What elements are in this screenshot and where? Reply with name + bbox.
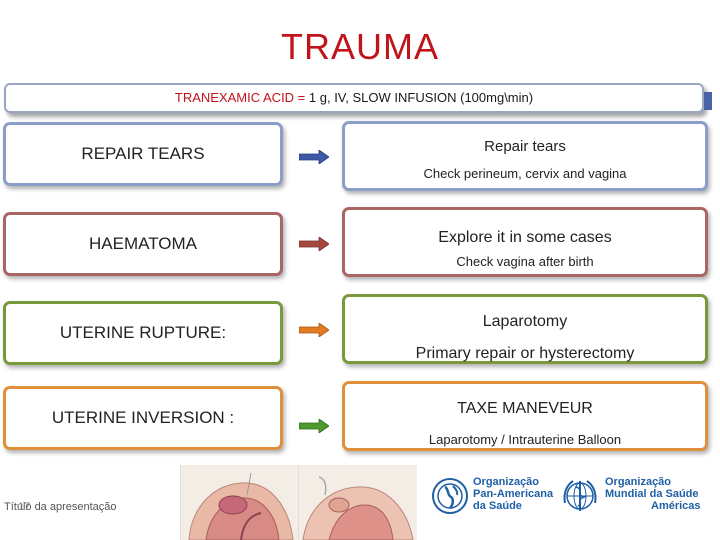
paho-name: Organização Pan-Americana da Saúde [473,476,553,512]
haematoma-action-box: Explore it in some cases Check vagina af… [342,207,708,277]
who-name: Organização Mundial da Saúde Américas [605,476,701,512]
who-name-line2: Mundial da Saúde [605,488,699,500]
uterine-rupture-action-detail: Primary repair or hysterectomy [415,345,635,362]
footer: Título da apresentação 17 [4,501,117,513]
uterine-rupture-action-box: Laparotomy Primary repair or hysterectom… [342,294,708,364]
organization-logos: Organização Pan-Americana da Saúde Organ… [425,471,705,523]
banner-accent-bar [704,92,712,110]
uterine-rupture-action-title: Laparotomy [482,313,568,330]
arrow-right-icon [299,323,329,337]
repair-tears-action-title: Repair tears [484,138,566,155]
arrow-right-icon [299,150,329,164]
banner-detail: 1 g, IV, SLOW INFUSION (100mg\min) [305,90,534,105]
uterine-inversion-action-title: TAXE MANEVEUR [457,400,593,417]
haematoma-action-detail: Check vagina after birth [456,254,594,269]
repair-tears-action-box: Repair tears Check perineum, cervix and … [342,121,708,191]
paho-name-line3: da Saúde [473,500,522,512]
who-name-line1: Organização [605,476,672,488]
paho-name-line2: Pan-Americana [473,488,554,500]
page-number: 17 [18,501,31,513]
haematoma-label: HAEMATOMA [89,234,197,253]
presentation-title: Título da apresentação [4,501,117,513]
uterine-inversion-box: UTERINE INVERSION : [3,386,283,450]
arrow-right-icon [299,237,329,251]
uterine-rupture-box: UTERINE RUPTURE: [3,301,283,365]
uterine-inversion-action-detail: Laparotomy / Intrauterine Balloon [428,432,622,447]
arrow-right-icon [299,419,329,433]
haematoma-box: HAEMATOMA [3,212,283,276]
tranexamic-acid-banner: TRANEXAMIC ACID = 1 g, IV, SLOW INFUSION… [4,83,704,113]
repair-tears-label: REPAIR TEARS [81,144,205,163]
repair-tears-action-detail: Check perineum, cervix and vagina [423,166,627,181]
who-emblem-icon [559,475,601,517]
uterine-rupture-label: UTERINE RUPTURE: [59,323,227,342]
haematoma-action-title: Explore it in some cases [438,229,612,246]
paho-name-line1: Organização [473,476,540,488]
repair-tears-box: REPAIR TEARS [3,122,283,186]
uterine-inversion-label: UTERINE INVERSION : [51,408,235,427]
who-name-line3: Américas [651,500,701,512]
paho-globe-icon [431,477,469,515]
banner-label: TRANEXAMIC ACID = [174,90,306,105]
uterine-anatomy-illustration [180,465,299,540]
slide-title: TRAUMA [281,26,439,67]
uterine-inversion-action-box: TAXE MANEVEUR Laparotomy / Intrauterine … [342,381,708,451]
uterine-inversion-illustration [298,465,417,540]
